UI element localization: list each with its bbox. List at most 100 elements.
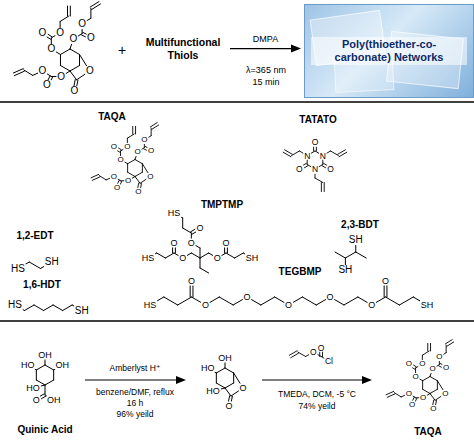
atom-label: O <box>310 348 318 357</box>
chemical-bond <box>200 258 201 268</box>
atom-label: O <box>225 402 233 411</box>
chemical-bond <box>427 394 430 396</box>
atom-label: O <box>382 277 390 286</box>
product-title: Poly(thioether-co-carbonate) Networks <box>311 37 467 65</box>
chemical-bond <box>306 354 310 356</box>
atom-label: O <box>243 293 251 302</box>
chemical-bond <box>338 150 346 155</box>
atom-label: O <box>147 173 154 181</box>
chemical-bond <box>135 126 136 134</box>
chemical-bond <box>144 144 145 148</box>
panel-separator <box>0 320 474 322</box>
chemical-bond <box>422 351 429 355</box>
arrow-head <box>362 376 372 384</box>
chemical-bond <box>307 159 308 164</box>
panel-separator <box>0 101 474 103</box>
chemical-bond <box>319 351 320 356</box>
chemical-bond <box>51 76 56 77</box>
chemical-bond <box>235 253 244 258</box>
chemical-bond <box>47 37 51 39</box>
chemical-bond <box>132 177 135 179</box>
chemical-bond <box>221 388 225 389</box>
chemical-bond <box>439 366 442 367</box>
chemical-bond <box>63 305 73 311</box>
atom-label: O <box>114 184 121 192</box>
compound-name: TATATO <box>299 115 336 125</box>
atom-label: OH <box>46 396 61 405</box>
chemical-bond <box>33 73 38 75</box>
compound-name: TAQA <box>414 427 442 437</box>
atom-label: O <box>412 373 419 381</box>
chemical-bond <box>77 74 85 80</box>
atom-label: O <box>70 86 79 96</box>
chemical-bond <box>24 70 33 76</box>
chemical-bond <box>283 152 291 157</box>
chemical-bond <box>331 151 339 156</box>
atom-label: O <box>239 384 247 393</box>
compound-name: 1,6-HDT <box>23 280 61 290</box>
atom-label: O <box>429 365 436 373</box>
chemical-bond <box>394 393 401 397</box>
chemical-bond <box>117 151 120 153</box>
reaction-reagent: DMPA <box>252 34 278 43</box>
chemical-bond <box>79 55 80 66</box>
plus-sign: + <box>118 43 126 57</box>
chemical-bond <box>60 49 70 55</box>
atom-label: O <box>87 33 96 43</box>
atom-label: N <box>319 151 326 160</box>
chemical-bond <box>182 218 183 228</box>
atom-label: SH <box>338 265 353 275</box>
chemical-bond <box>40 394 44 396</box>
chemical-bond <box>150 123 157 127</box>
chemical-bond <box>316 146 317 151</box>
chemical-bond <box>175 247 176 253</box>
chemical-bond <box>226 253 235 258</box>
chemical-bond <box>118 179 121 181</box>
chemical-bond <box>430 377 437 381</box>
chemical-bond <box>164 297 178 305</box>
atom-label: O <box>85 66 94 76</box>
chemical-bond <box>222 253 226 255</box>
reaction-condition: 16 h <box>127 399 144 408</box>
atom-label: OH <box>55 361 70 370</box>
chemical-bond <box>51 36 55 38</box>
chemical-bond <box>234 373 241 384</box>
chemical-bond <box>36 370 37 380</box>
chemical-bond <box>191 229 195 231</box>
chemical-bond <box>219 297 233 305</box>
chemical-bond <box>227 247 228 253</box>
chemical-bond <box>157 297 164 301</box>
atom-label: O <box>141 136 148 144</box>
chemical-bond <box>313 146 314 151</box>
atom-label: HS <box>167 209 181 218</box>
chemical-bond <box>60 55 61 66</box>
chemical-bond <box>344 297 358 305</box>
chemical-bond <box>416 397 420 398</box>
atom-label: O <box>213 254 221 263</box>
chemical-bond <box>144 149 147 150</box>
compound-name: TMPTMP <box>201 200 243 210</box>
chemical-bond <box>430 343 431 351</box>
chemical-bond <box>233 300 242 305</box>
atom-label: SH <box>74 306 89 316</box>
atom-label: SH <box>44 257 59 267</box>
chemical-bond <box>34 305 44 311</box>
chemical-bond <box>127 134 134 138</box>
chemical-bond <box>70 66 80 72</box>
compound-name: TEGBMP <box>279 267 322 277</box>
chemical-bond <box>399 297 413 305</box>
chemical-bond <box>87 18 91 20</box>
atom-label: O <box>419 360 426 368</box>
chemical-bond <box>430 389 437 393</box>
chemical-bond <box>157 253 166 258</box>
chemical-bond <box>321 183 322 192</box>
chemical-bond <box>128 160 135 164</box>
chemical-bond <box>216 373 217 383</box>
chemical-bond <box>209 253 213 255</box>
chemical-bond <box>155 253 157 255</box>
chemical-bond <box>91 174 99 177</box>
chemical-bond <box>302 297 316 305</box>
chemical-bond <box>70 44 72 49</box>
chemical-bond <box>358 297 367 302</box>
compound-name: TAQA <box>98 112 126 122</box>
